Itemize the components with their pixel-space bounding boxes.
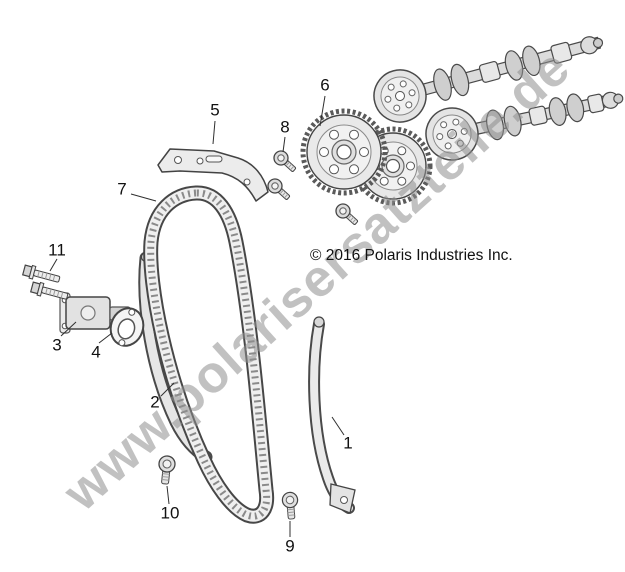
cam-sprocket-left — [300, 108, 388, 196]
callout-4: 4 — [91, 342, 101, 362]
camshaft-front — [425, 91, 624, 161]
callout-7: 7 — [117, 179, 127, 199]
timing-chain — [143, 185, 275, 524]
callout-5: 5 — [210, 100, 220, 120]
copyright-text: © 2016 Polaris Industries Inc. — [310, 247, 513, 264]
cap-screw-1 — [270, 147, 300, 176]
callout-11: 11 — [48, 240, 66, 260]
callout-1: 1 — [343, 433, 353, 453]
callout-6: 6 — [320, 75, 330, 95]
cap-screw-2 — [264, 175, 294, 204]
callout-2: 2 — [150, 392, 160, 412]
tensioner-gasket — [109, 307, 145, 347]
leader-lines — [49, 95, 345, 537]
cap-screw-3 — [332, 200, 362, 229]
callout-9: 9 — [285, 536, 295, 556]
tensioner-bolts — [21, 263, 70, 304]
callout-10: 10 — [160, 503, 180, 523]
upper-chain-guide — [157, 148, 269, 202]
guide-bolt-left — [156, 454, 177, 486]
blade-bolt-right — [281, 491, 300, 521]
tensioner-blade — [308, 316, 356, 514]
callout-8: 8 — [280, 117, 290, 137]
callout-3: 3 — [52, 335, 62, 355]
camshaft-rear — [373, 36, 604, 123]
